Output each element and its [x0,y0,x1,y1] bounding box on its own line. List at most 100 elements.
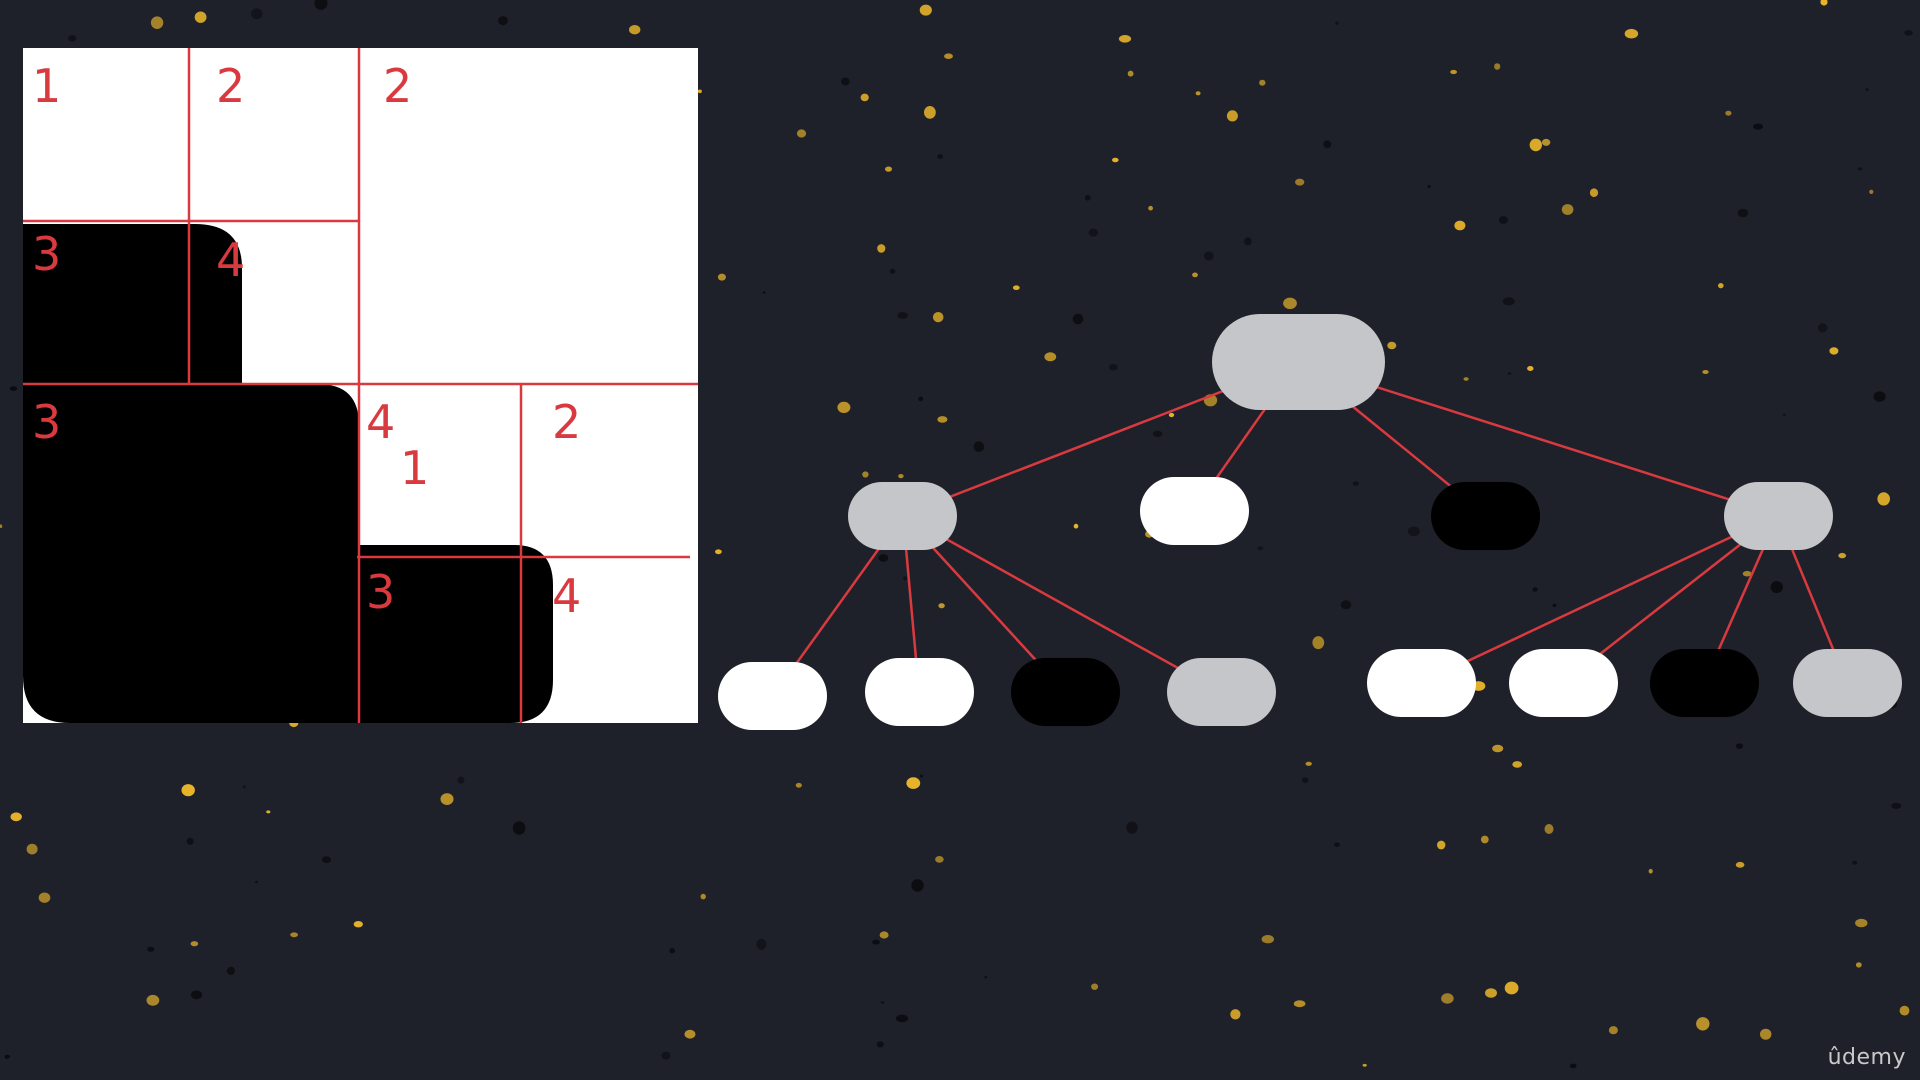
star-dot [150,16,164,30]
star-dot [1072,313,1084,325]
star-dot [1463,377,1469,381]
star-dot [1302,777,1309,783]
star-dot [1295,178,1305,186]
star-dot [937,416,948,423]
star-dot [1725,110,1732,116]
star-dot [1192,272,1198,278]
star-dot [322,856,331,864]
quadrant-lines [23,48,698,723]
star-dot [1869,189,1874,194]
star-dot [872,939,880,945]
star-dot [1437,840,1446,850]
star-dot [1091,983,1099,990]
node-l2-left-3 [1011,658,1120,726]
star-dot [1454,220,1466,231]
star-dot [756,938,767,950]
cell-label: 2 [383,59,412,113]
cell-label: 4 [552,569,581,623]
node-l1-se [1724,482,1833,550]
star-dot [862,471,869,478]
star-dot [1742,570,1752,577]
star-dot [700,893,706,900]
star-dot [661,1051,671,1060]
star-dot [1877,492,1890,506]
star-dot [1529,138,1543,152]
star-dot [1427,184,1431,189]
star-dot [190,941,199,947]
star-dot [146,994,160,1006]
star-dot [1648,868,1653,874]
star-dot [1450,69,1457,75]
star-dot [1441,993,1454,1004]
star-dot [918,396,924,402]
star-dot [1261,935,1275,944]
star-dot [878,554,889,562]
star-dot [1340,600,1352,610]
star-dot [1532,587,1538,592]
star-dot [879,931,889,939]
star-dot [1259,79,1266,86]
star-dot [1624,28,1639,39]
star-dot [250,8,263,20]
star-dot [1323,140,1332,149]
star-dot [1109,364,1118,371]
star-dot [1753,123,1763,130]
star-dot [1696,1017,1710,1031]
star-dot [860,93,869,102]
star-dot [1195,91,1201,96]
star-dot [1702,370,1709,374]
star-dot [1148,205,1153,211]
star-dot [1855,918,1868,928]
star-dot [1305,761,1312,766]
star-dot [290,932,298,938]
star-dot [186,837,194,845]
star-dot [795,782,802,788]
star-dot [889,268,896,274]
star-dot [226,966,235,976]
star-dot [898,474,904,479]
star-dot [880,1001,885,1004]
node-l2-right-4 [1793,649,1902,717]
node-l2-right-1 [1367,649,1476,717]
star-dot [1088,228,1099,237]
star-dot [1829,347,1839,355]
star-dot [1852,860,1858,865]
black-region-bottom-left [23,384,359,723]
star-dot [906,777,921,789]
cell-label: 4 [216,233,245,287]
star-dot [512,821,526,835]
star-dot [796,129,807,138]
cell-label: 2 [216,59,245,113]
star-dot [684,1029,696,1039]
star-dot [897,312,908,319]
star-dot [1044,352,1057,362]
star-dot [1112,157,1119,163]
star-dot [937,154,943,159]
star-dot [944,53,953,59]
star-dot [973,441,985,453]
star-dot [984,976,988,979]
star-dot [1904,30,1913,36]
star-dot [935,856,944,863]
node-l1-ne [1140,477,1249,545]
star-dot [1204,251,1214,261]
star-dot [1770,581,1784,594]
star-dot [924,106,936,119]
star-dot [1408,526,1420,537]
star-dot [1735,861,1745,868]
star-dot [1494,63,1501,70]
star-dot [1782,413,1786,416]
star-dot [1118,35,1132,43]
star-dot [903,576,908,581]
star-dot [353,921,363,928]
cell-label: 1 [400,441,429,495]
star-dot [1512,761,1523,768]
star-dot [190,990,203,1000]
node-l2-right-2 [1509,649,1618,717]
star-dot [629,25,641,35]
star-dot [1873,391,1886,402]
star-dot [1735,743,1744,749]
star-dot [1857,167,1863,171]
